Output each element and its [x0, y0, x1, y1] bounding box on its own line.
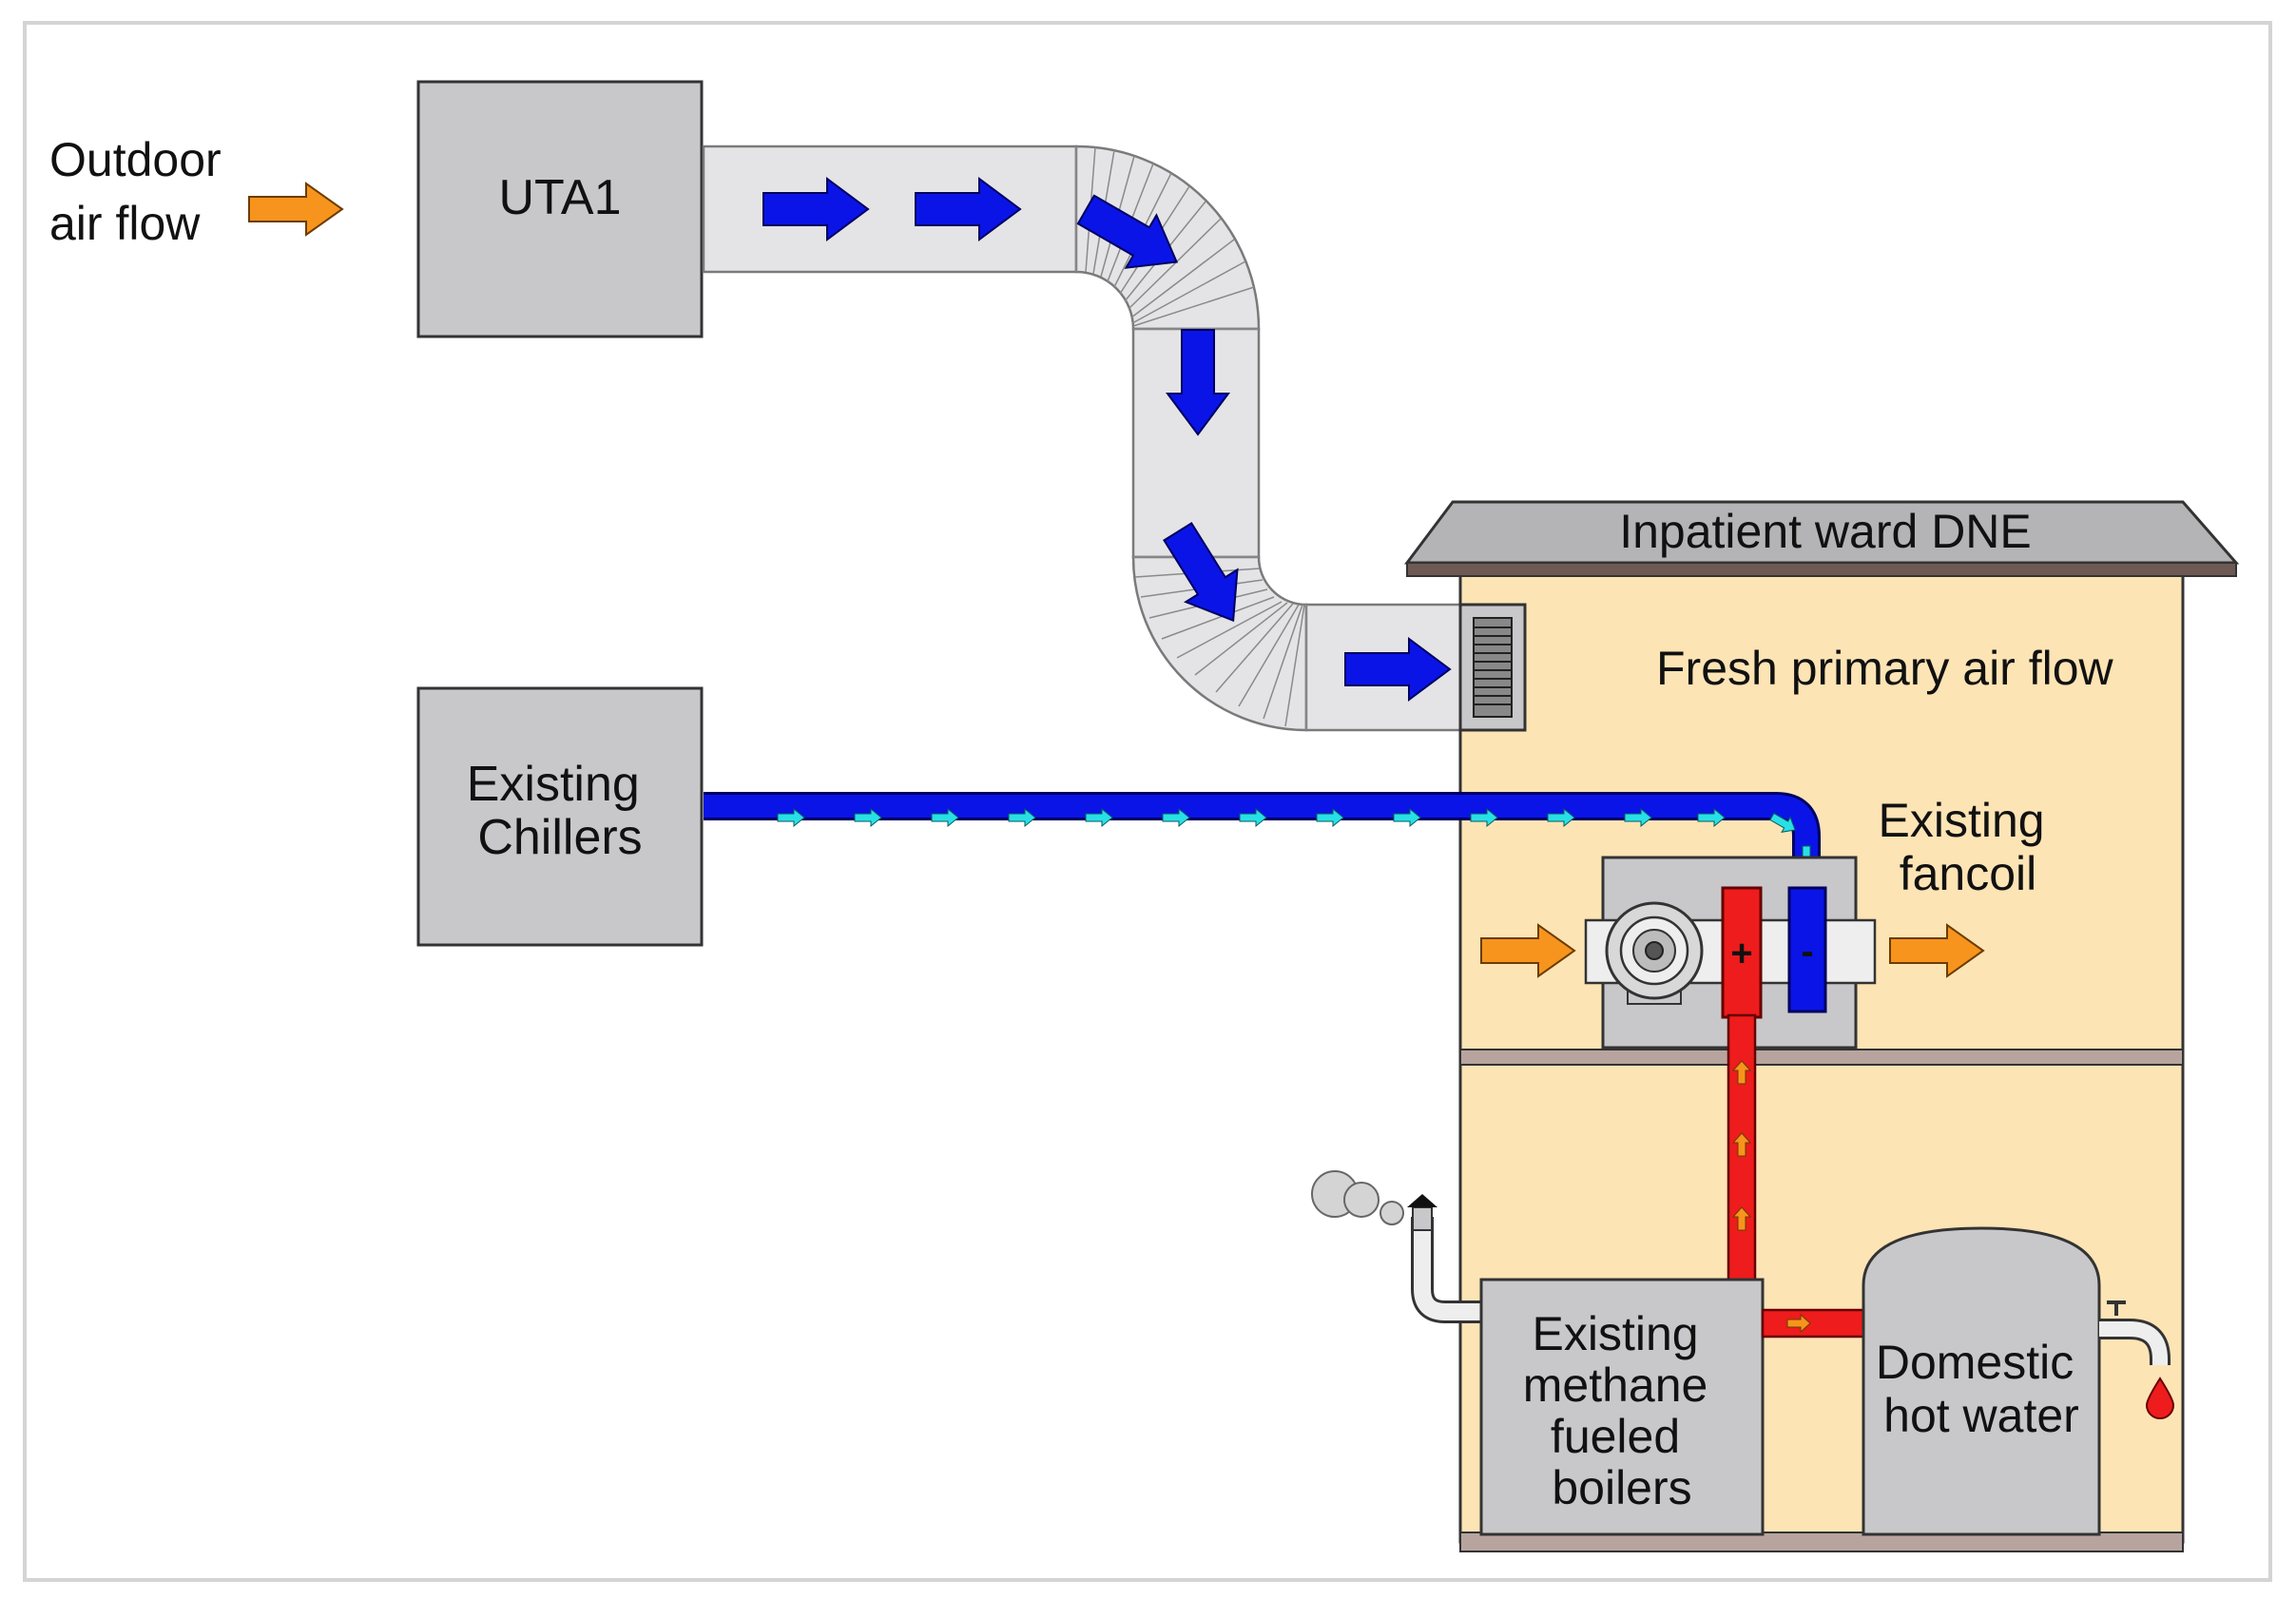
existing-fancoil-label: Existing fancoil — [1879, 794, 2058, 900]
boiler-flue — [1407, 1194, 1481, 1323]
boiler-label: Existing methane fueled boilers — [1523, 1307, 1722, 1514]
domestic-hot-water-label: Domestic hot water — [1876, 1336, 2087, 1442]
fresh-primary-air-flow-label: Fresh primary air flow — [1656, 642, 2114, 695]
domestic-hot-water-tank — [1862, 1226, 2101, 1536]
heating-coil-plus: + — [1730, 933, 1752, 974]
cooling-coil-minus: - — [1801, 931, 1813, 973]
boiler-unit — [1479, 1278, 1765, 1536]
chimney-cap-icon — [1407, 1194, 1437, 1207]
smoke-cloud-icon — [1311, 1170, 1404, 1225]
existing-chillers-unit — [416, 686, 704, 947]
existing-chillers-label: Existing Chillers — [467, 757, 654, 865]
boiler-to-dhw-pipe — [1761, 1308, 1865, 1339]
water-tap-icon — [2099, 1300, 2171, 1365]
ground-slab — [1459, 1532, 2184, 1552]
uta1-label: UTA1 — [498, 170, 621, 225]
outdoor-air-flow-label: Outdoor air flow — [49, 133, 235, 250]
building-title: Inpatient ward DNE — [1619, 505, 2032, 558]
heating-coil — [1721, 886, 1763, 1019]
uta1-unit — [416, 80, 704, 338]
cooling-coil — [1787, 886, 1827, 1013]
water-drop-icon — [2145, 1377, 2175, 1419]
floor-slab — [1459, 1049, 2184, 1066]
air-diffuser-grille — [1458, 603, 1527, 732]
